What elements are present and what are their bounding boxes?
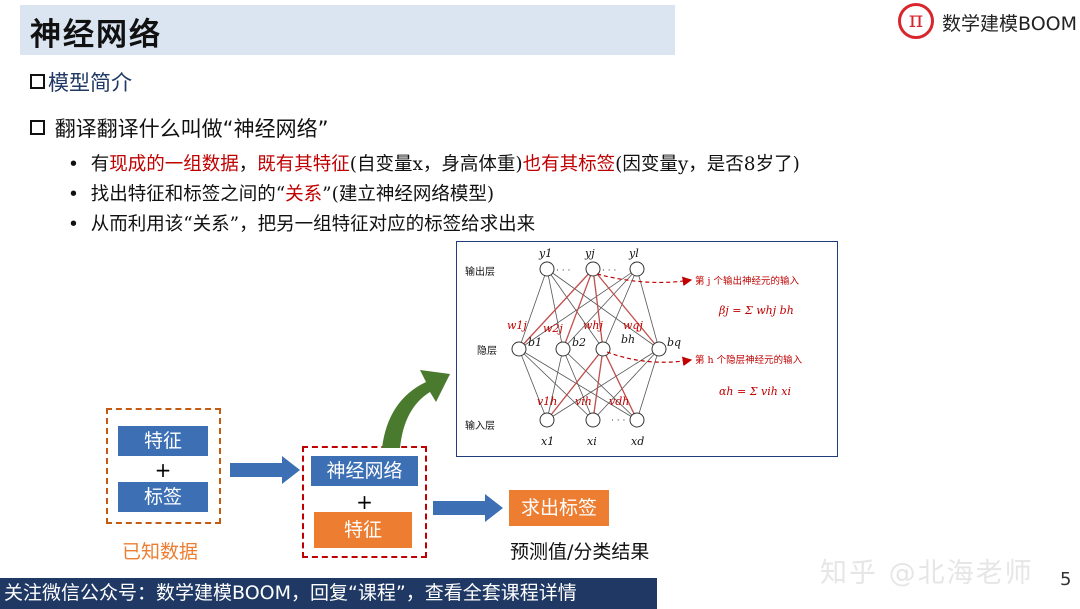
hidden-node [511, 341, 527, 357]
known-data-box [106, 408, 221, 524]
curved-arrow-icon [382, 370, 450, 448]
highlight-text: 现成的一组数据 [109, 154, 239, 175]
node-label-b2: b2 [572, 336, 586, 349]
highlight-text: 也有其标签 [522, 154, 616, 175]
pi-logo-icon: π [898, 3, 934, 39]
result-label-block: 求出标签 [509, 490, 609, 526]
checkbox-square-icon [30, 74, 45, 89]
bullet-dot-icon: • [68, 154, 91, 175]
annotation-output-input: 第 j 个输出神经元的输入 [695, 275, 799, 287]
node-label-b1: b1 [528, 336, 542, 349]
weight-label-whj: whj [583, 319, 604, 332]
bullet-text: 有 [90, 154, 110, 175]
neural-network-figure: 输出层 隐层 输入层 [456, 241, 838, 457]
model-box [302, 446, 427, 558]
equation-beta: βj = Σ whj bh [718, 304, 794, 317]
bullet-text: 找出特征和标签之间的“ [90, 184, 286, 205]
input-node [629, 412, 645, 428]
bullet-item: • 有现成的一组数据，既有其特征(自变量x，身高体重)也有其标签(因变量y，是否… [68, 150, 800, 176]
input-node [539, 412, 555, 428]
bullet-dot-icon: • [68, 214, 91, 235]
weight-label-wqj: wqj [623, 319, 643, 332]
layer-label-hidden: 隐层 [477, 345, 497, 357]
bullet-text: (因变量y，是否8岁了) [615, 154, 800, 175]
highlight-text: 关系 [285, 184, 323, 205]
input-node [585, 412, 601, 428]
weight-label-v1h: v1h [537, 395, 557, 408]
output-node [585, 261, 601, 277]
node-label-bq: bq [667, 336, 681, 349]
weight-label-vih: vih [575, 395, 592, 408]
output-node [629, 261, 645, 277]
bullet-dot-icon: • [68, 184, 91, 205]
layer-label-output: 输出层 [465, 265, 495, 278]
weight-label-w1j: w1j [507, 319, 527, 332]
hidden-node [555, 341, 571, 357]
neural-network-diagram: 输出层 隐层 输入层 [465, 247, 803, 448]
checkbox-square-icon [30, 120, 45, 135]
ellipsis-output-2: · · · [602, 266, 616, 276]
feature-block: 特征 [118, 426, 208, 456]
bullet-text: ”(建立神经网络模型) [322, 184, 495, 205]
question-text: 翻译翻译什么叫做“神经网络” [54, 117, 329, 141]
watermark: 知乎 @北海老师 [820, 558, 1034, 589]
bullet-text: ， [238, 154, 258, 175]
bullet-item: • 从而利用该“关系”，把另一组特征对应的标签给求出来 [68, 210, 535, 236]
right-arrow-icon [230, 456, 300, 484]
section-heading-text: 模型简介 [48, 71, 132, 95]
label-block: 标签 [118, 482, 208, 512]
page-number: 5 [1060, 569, 1072, 590]
section-heading: 模型简介 [30, 67, 132, 97]
bullet-item: • 找出特征和标签之间的“关系”(建立神经网络模型) [68, 180, 494, 206]
annotation-hidden-input: 第 h 个隐层神经元的输入 [695, 354, 803, 366]
plus-sign: + [154, 458, 172, 482]
right-arrow-icon [433, 494, 503, 522]
ellipsis-output: · · · [556, 266, 570, 276]
feature-input-block: 特征 [314, 512, 412, 548]
equation-alpha: αh = Σ vih xi [719, 385, 791, 398]
question-heading: 翻译翻译什么叫做“神经网络” [30, 113, 328, 143]
plus-sign: + [356, 490, 373, 514]
bullet-text: 从而利用该“关系”，把另一组特征对应的标签给求出来 [90, 214, 536, 235]
node-label-yj: yj [584, 247, 595, 260]
bullet-text: (自变量x，身高体重) [349, 154, 523, 175]
node-label-x1: x1 [541, 435, 554, 448]
neural-network-block: 神经网络 [311, 456, 418, 486]
node-label-yl: yl [628, 247, 639, 260]
weight-label-w2j: w2j [543, 322, 563, 335]
node-label-y1: y1 [538, 247, 552, 260]
node-label-xi: xi [587, 435, 597, 448]
weight-label-vdh: vdh [609, 395, 629, 408]
footer-banner: 关注微信公众号：数学建模BOOM，回复“课程”，查看全套课程详情 [0, 578, 657, 609]
layer-label-input: 输入层 [465, 419, 495, 432]
highlight-text: 既有其特征 [257, 154, 350, 175]
output-node [539, 261, 555, 277]
node-label-bh: bh [621, 333, 635, 346]
known-data-caption: 已知数据 [122, 541, 199, 563]
title-bar: 神经网络 [20, 5, 675, 55]
result-caption: 预测值/分类结果 [510, 541, 650, 563]
hidden-node [651, 341, 667, 357]
hidden-node [595, 341, 611, 357]
brand-name: 数学建模BOOM [942, 13, 1078, 35]
ellipsis-input: · · · [611, 416, 625, 426]
node-label-xd: xd [631, 435, 644, 448]
page-title: 神经网络 [30, 17, 162, 53]
